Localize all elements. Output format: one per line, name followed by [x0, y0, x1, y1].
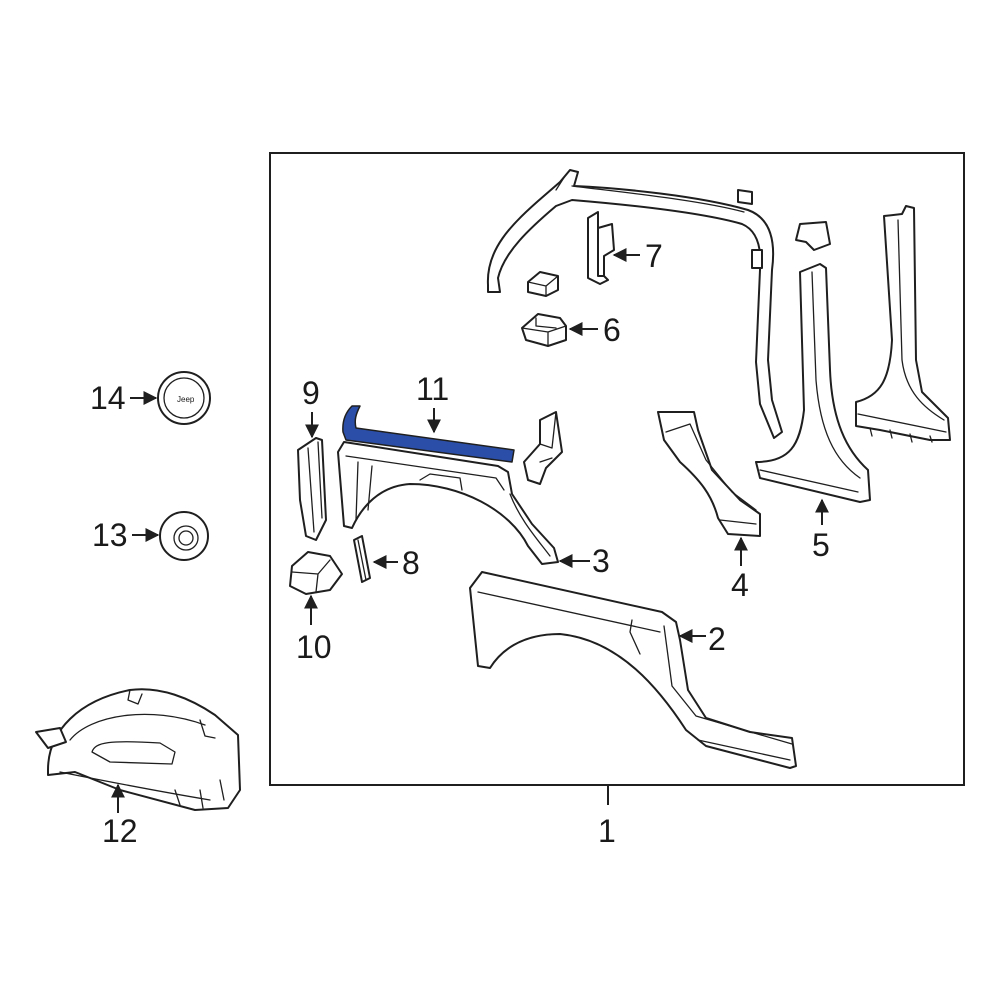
part-12-wheelhouse-liner[interactable] — [35, 688, 241, 811]
part-5-pillar[interactable] — [755, 221, 871, 503]
callout-5-label: 5 — [812, 527, 830, 563]
part-7-bracket[interactable] — [587, 211, 615, 285]
callout-11-label: 11 — [416, 371, 449, 407]
assembly-frame — [269, 152, 965, 786]
callout-14-label: 14 — [90, 380, 126, 416]
part-13-plug[interactable] — [159, 511, 209, 561]
callout-4-label: 4 — [731, 567, 749, 603]
part-block-small[interactable] — [527, 271, 559, 297]
callout-3-label: 3 — [592, 543, 610, 579]
callout-10-label: 10 — [296, 629, 332, 665]
part-9-strip[interactable] — [297, 437, 327, 541]
badge-text: Jeep — [177, 395, 195, 404]
part-3-inner-quarter-panel[interactable] — [337, 441, 559, 565]
part-8-strip[interactable] — [353, 535, 371, 583]
callout-9-label: 9 — [302, 375, 320, 411]
part-14-badge[interactable]: Jeep — [157, 371, 211, 425]
part-6-bracket[interactable] — [521, 313, 567, 347]
sport-bar[interactable] — [486, 169, 783, 439]
part-2-outer-quarter-panel[interactable] — [469, 571, 797, 769]
callout-12-label: 12 — [102, 813, 138, 849]
part-4-wheelhouse-outer[interactable] — [657, 411, 761, 537]
part-10-bracket[interactable] — [289, 551, 343, 595]
callout-13-label: 13 — [92, 517, 128, 553]
part-rear-pillar[interactable] — [855, 205, 951, 443]
callout-8-label: 8 — [402, 545, 420, 581]
callout-1-label: 1 — [598, 813, 616, 849]
callout-2-label: 2 — [708, 621, 726, 657]
part-11-weatherstrip-highlighted[interactable] — [342, 405, 515, 463]
callout-6-label: 6 — [603, 312, 621, 348]
callout-7-label: 7 — [645, 238, 663, 274]
part-corner-bracket[interactable] — [523, 411, 563, 485]
